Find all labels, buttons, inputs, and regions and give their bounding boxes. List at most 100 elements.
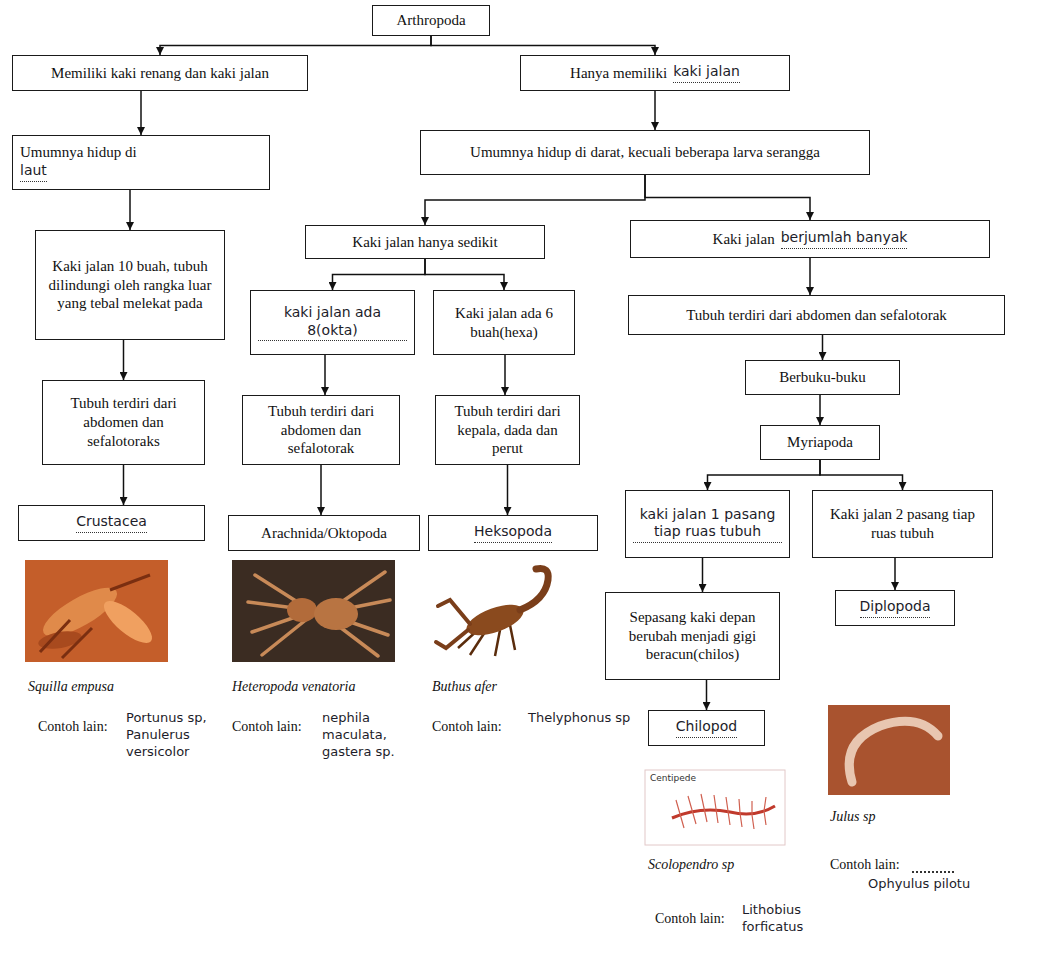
flow-box: Kaki jalan hanya sedikit: [305, 225, 545, 259]
box-text: Umumnya hidup di darat, kecuali beberapa…: [470, 143, 820, 162]
flow-box: Tubuh terdiri dari abdomen dan sefalotor…: [242, 395, 400, 465]
squilla-photo-part: [40, 575, 150, 658]
handwritten-answer: kaki jalan: [673, 63, 740, 83]
flow-box: Kaki jalan ada 6 buah(hexa): [433, 290, 575, 355]
flow-arrow: [123, 340, 125, 380]
species-name: Heteropoda venatoria: [232, 678, 356, 696]
box-text: Kaki jalan ada 6 buah(hexa): [441, 304, 567, 342]
flow-box: kaki jalan 1 pasang tiap ruas tubuh: [625, 490, 790, 558]
flow-box: Arachnida/Oktopoda: [228, 515, 420, 551]
flow-arrow: [425, 259, 504, 290]
millipede-photo: [828, 705, 950, 795]
spider-photo: [232, 560, 395, 662]
flow-arrow: [504, 355, 506, 395]
scorpion-photo: [436, 568, 548, 656]
example-caption: Contoh lain:: [655, 910, 725, 928]
handwritten-answer: kaki jalan 1 pasang tiap ruas tubuh: [633, 506, 782, 543]
handwritten-answer: Crustacea: [76, 513, 147, 533]
flow-arrow: [654, 91, 656, 130]
flow-box: Berbuku-buku: [745, 360, 900, 395]
box-text: Arachnida/Oktopoda: [261, 524, 387, 543]
flow-box: Myriapoda: [760, 425, 880, 460]
handwritten-answer: nephila maculata, gastera sp.: [322, 710, 426, 761]
handwritten-answer: kaki jalan ada 8(okta): [258, 304, 407, 341]
flow-box: Tubuh terdiri dari abdomen dan sefalotor…: [628, 295, 1005, 335]
flow-box: Hanya memiliki kaki jalan: [520, 55, 790, 91]
flow-box: Memiliki kaki renang dan kaki jalan: [12, 55, 308, 91]
flow-arrow: [160, 36, 431, 55]
squilla-photo-part: [25, 560, 168, 662]
flow-box: Umumnya hidup dilaut: [12, 135, 270, 190]
box-text: Kaki jalan 10 buah, tubuh dilindungi ole…: [43, 257, 217, 313]
centipede-drawing-part: [645, 770, 785, 845]
box-text: Tubuh terdiri dari kepala, dada dan peru…: [443, 402, 572, 458]
centipede-drawing-part: [672, 806, 775, 818]
spider-photo-part: [287, 598, 317, 622]
box-text: Hanya memiliki: [570, 64, 667, 83]
flow-box: Kaki jalan 2 pasang tiap ruas tubuh: [812, 490, 993, 558]
squilla-photo-part: [98, 594, 158, 649]
flow-arrow: [702, 558, 704, 592]
box-text: Memiliki kaki renang dan kaki jalan: [51, 64, 269, 83]
flow-arrow: [431, 36, 655, 55]
box-text: Arthropoda: [396, 11, 465, 30]
scorpion-photo-part: [463, 598, 528, 641]
flow-arrow: [822, 335, 824, 360]
flow-arrow: [425, 175, 645, 225]
blank-line: [912, 858, 954, 873]
box-text: Myriapoda: [787, 433, 853, 452]
flow-box: Tubuh terdiri dari abdomen dan sefalotor…: [42, 380, 205, 465]
box-text: Tubuh terdiri dari abdomen dan sefalotor…: [686, 306, 947, 325]
example-caption: Contoh lain:: [232, 718, 302, 736]
example-caption: Contoh lain:: [830, 856, 900, 874]
flow-arrow: [123, 465, 125, 505]
example-caption: Contoh lain:: [432, 718, 502, 736]
flow-arrow: [894, 558, 896, 590]
flow-box: Heksopoda: [428, 515, 598, 551]
species-name: Scolopendro sp: [648, 856, 734, 874]
scorpion-photo-part: [520, 568, 548, 610]
flow-arrow: [324, 355, 326, 395]
millipede-photo-part: [849, 721, 938, 782]
box-text: Umumnya hidup di: [20, 143, 137, 162]
flow-arrow: [507, 465, 509, 515]
handwritten-answer: laut: [20, 162, 47, 182]
flow-box: Crustacea: [18, 505, 205, 541]
example-caption: Contoh lain:: [38, 718, 108, 736]
box-text: Tubuh terdiri dari abdomen dan sefalotor…: [250, 402, 392, 458]
flow-arrow: [708, 460, 821, 490]
flow-arrow: [320, 465, 322, 515]
scorpion-photo-part: [436, 600, 470, 648]
flow-box: Diplopoda: [835, 590, 955, 626]
centipede-drawing: [645, 770, 785, 845]
squilla-photo: [25, 560, 168, 662]
flow-arrow: [706, 680, 708, 710]
handwritten-answer: Heksopoda: [474, 523, 552, 543]
box-text: Berbuku-buku: [779, 368, 866, 387]
flow-box: kaki jalan ada 8(okta): [250, 290, 415, 355]
flow-box: Chilopod: [648, 710, 765, 746]
box-text: Kaki jalan: [713, 230, 775, 249]
spider-photo-part: [314, 598, 358, 630]
flow-box: Sepasang kaki depan berubah menjadi gigi…: [605, 592, 780, 680]
flow-arrow: [820, 460, 903, 490]
spider-photo-part: [232, 560, 395, 662]
flow-arrow: [645, 175, 810, 220]
flow-box: Tubuh terdiri dari kepala, dada dan peru…: [435, 395, 580, 465]
handwritten-answer: Ophyulus pilotu: [868, 876, 970, 893]
box-text: Kaki jalan 2 pasang tiap ruas tubuh: [820, 505, 985, 543]
spider-photo-part: [248, 572, 390, 656]
flow-arrow: [140, 91, 142, 135]
flow-arrow: [819, 395, 821, 425]
species-name: Buthus afer: [432, 678, 497, 696]
box-text: Sepasang kaki depan berubah menjadi gigi…: [613, 608, 772, 664]
handwritten-answer: Diplopoda: [860, 598, 931, 618]
flow-box: Umumnya hidup di darat, kecuali beberapa…: [420, 130, 870, 175]
box-text: Tubuh terdiri dari abdomen dan sefalotor…: [50, 394, 197, 450]
flow-box: Kaki jalan 10 buah, tubuh dilindungi ole…: [35, 230, 225, 340]
handwritten-answer: Thelyphonus sp: [528, 710, 638, 727]
handwritten-answer: berjumlah banyak: [781, 229, 908, 249]
box-text: Kaki jalan hanya sedikit: [352, 233, 497, 252]
flow-arrow: [809, 258, 811, 295]
